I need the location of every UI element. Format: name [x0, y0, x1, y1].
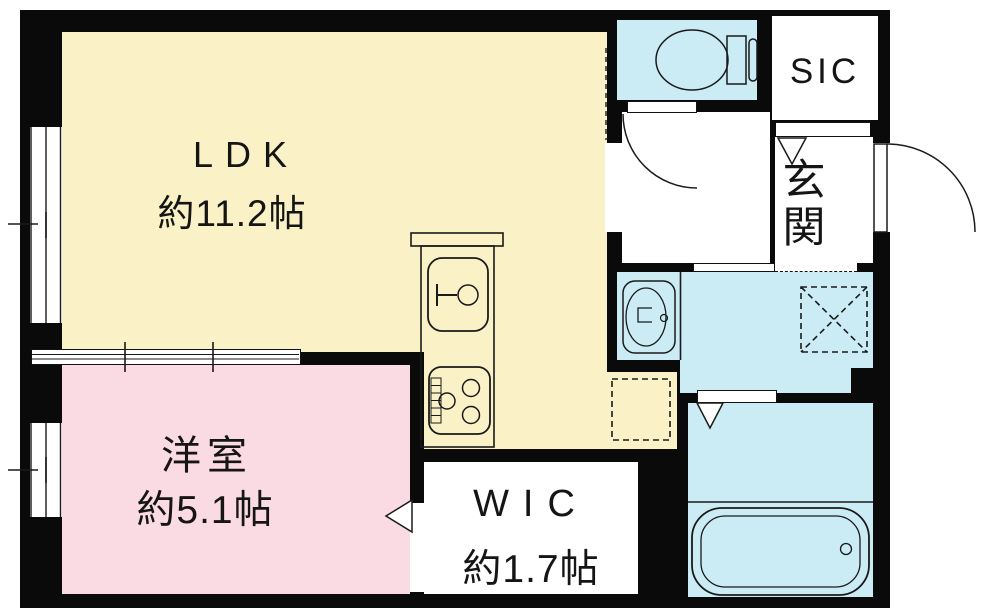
room-kitchen-floor: [424, 352, 607, 449]
room-toilet-floor: [617, 20, 757, 100]
hallway-entrance-divider: [770, 137, 773, 263]
hallway-floor: [622, 112, 770, 263]
entrance-label: 玄関: [776, 157, 824, 251]
western-room-area-label: 約5.1帖: [136, 489, 274, 532]
sic-label: SIC: [789, 52, 861, 91]
ldk-hallway-opening: [605, 143, 622, 232]
pipe-space-wall: [851, 368, 873, 393]
washroom-sliding-door: [693, 263, 775, 272]
bathroom-door-leaf: [697, 390, 777, 403]
wic-area-label: 約1.7帖: [462, 548, 600, 591]
wic-label: WIC: [473, 483, 589, 525]
refrigerator-nook-floor: [607, 372, 677, 449]
room-wic-floor: [424, 462, 638, 594]
ldk-area-label: 約11.2帖: [157, 193, 307, 234]
room-washroom-floor: [680, 272, 873, 393]
entrance-washroom-open-boundary: [775, 263, 857, 272]
wic-door-opening: [410, 503, 424, 592]
ldk-western-sliding-door: [31, 349, 301, 365]
sic-opening: [776, 122, 870, 137]
toilet-door-leaf: [627, 101, 697, 113]
western-room-label: 洋室: [161, 434, 253, 478]
room-ldk-floor: [62, 32, 607, 352]
front-door-opening: [873, 143, 890, 232]
washbasin-nook-floor: [617, 272, 680, 360]
western-left-window: [30, 423, 62, 517]
room-bathroom-floor: [688, 403, 873, 597]
ldk-left-window: [30, 127, 62, 323]
room-western-floor: [62, 365, 410, 594]
ldk-label: LDK: [192, 134, 300, 175]
room-sic-floor: [772, 16, 878, 120]
